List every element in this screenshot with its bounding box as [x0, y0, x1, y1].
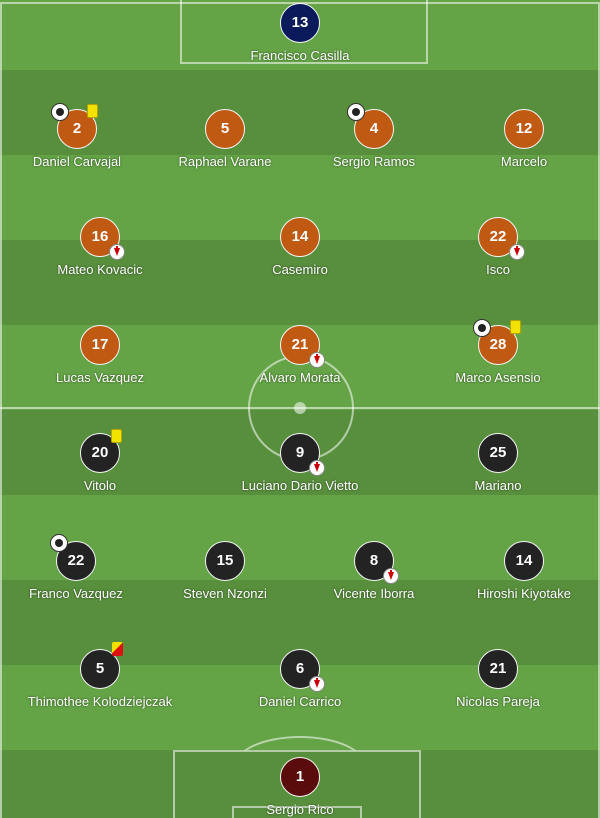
player-home-defender-3[interactable]: 4 Sergio Ramos [299, 103, 449, 179]
shirt-number: 14 [504, 541, 544, 581]
player-name: Mariano [474, 478, 522, 493]
player-away-defender-1[interactable]: 5 Thimothee Kolodziejczak [25, 642, 175, 719]
player-away-forward-1[interactable]: 20 Vitolo [25, 429, 175, 503]
player-name: Marco Asensio [455, 370, 541, 385]
player-name: Thimothee Kolodziejczak [27, 694, 173, 709]
player-name: Raphael Varane [178, 154, 272, 169]
player-away-defender-2[interactable]: 6 Daniel Carrico [225, 649, 375, 719]
substitution-off-icon [309, 676, 325, 692]
player-name: Vicente Iborra [333, 586, 415, 601]
player-away-goalkeeper[interactable]: 1 Sergio Rico [225, 757, 375, 818]
shirt-number: 21 [478, 649, 518, 689]
shirt-number: 21 [280, 325, 320, 365]
shirt-number: 4 [354, 109, 394, 149]
substitution-off-icon [509, 244, 525, 260]
player-home-midfielder-3[interactable]: 22 Isco [423, 217, 573, 287]
player-home-forward-1[interactable]: 17 Lucas Vazquez [25, 325, 175, 395]
substitution-off-icon [109, 244, 125, 260]
player-away-midfielder-2[interactable]: 15 Steven Nzonzi [150, 541, 300, 611]
player-name: Mateo Kovacic [57, 262, 143, 277]
shirt-number: 17 [80, 325, 120, 365]
player-name: Nicolas Pareja [456, 694, 540, 709]
player-name: Franco Vazquez [29, 586, 123, 601]
player-name: Francisco Casilla [250, 48, 350, 63]
shirt-number: 16 [80, 217, 120, 257]
player-name: Marcelo [500, 154, 548, 169]
goal-ball-icon [50, 534, 68, 552]
center-spot [294, 402, 306, 414]
yellow-card-icon [111, 429, 122, 443]
shirt-number: 13 [280, 3, 320, 43]
player-name: Daniel Carrico [258, 694, 342, 709]
player-name: Steven Nzonzi [183, 586, 267, 601]
bottom-goal-area [232, 806, 362, 818]
shirt-number: 25 [478, 433, 518, 473]
player-home-midfielder-1[interactable]: 16 Mateo Kovacic [25, 217, 175, 287]
player-away-forward-2[interactable]: 9 Luciano Dario Vietto [225, 433, 375, 503]
player-name: Sergio Ramos [332, 154, 416, 169]
player-home-defender-4[interactable]: 12 Marcelo [449, 109, 599, 179]
substitution-off-icon [309, 352, 325, 368]
player-away-midfielder-4[interactable]: 14 Hiroshi Kiyotake [449, 541, 599, 611]
player-home-goalkeeper[interactable]: 13 Francisco Casilla [225, 3, 375, 73]
shirt-number: 5 [205, 109, 245, 149]
player-name: Luciano Dario Vietto [241, 478, 359, 493]
player-name: Sergio Rico [266, 802, 334, 817]
player-home-forward-3[interactable]: 28 Marco Asensio [423, 319, 573, 395]
player-name: Isco [486, 262, 510, 277]
goal-ball-icon [51, 103, 69, 121]
shirt-number: 12 [504, 109, 544, 149]
shirt-number: 14 [280, 217, 320, 257]
substitution-off-icon [309, 460, 325, 476]
shirt-number: 28 [478, 325, 518, 365]
bottom-penalty-box [173, 750, 421, 818]
shirt-number: 15 [205, 541, 245, 581]
shirt-number: 1 [280, 757, 320, 797]
player-name: Alvaro Morata [259, 370, 341, 385]
player-away-defender-3[interactable]: 21 Nicolas Pareja [423, 649, 573, 719]
goal-ball-icon [347, 103, 365, 121]
pitch-stripe [0, 495, 600, 580]
player-name: Daniel Carvajal [32, 154, 122, 169]
player-name: Hiroshi Kiyotake [477, 586, 571, 601]
red-card-icon [112, 642, 123, 656]
player-home-forward-2[interactable]: 21 Alvaro Morata [225, 325, 375, 395]
substitution-off-icon [383, 568, 399, 584]
player-away-forward-3[interactable]: 25 Mariano [423, 433, 573, 503]
top-penalty-box [180, 0, 428, 64]
player-home-midfielder-2[interactable]: 14 Casemiro [225, 217, 375, 287]
player-away-midfielder-3[interactable]: 8 Vicente Iborra [299, 541, 449, 611]
yellow-card-icon [510, 320, 521, 334]
goal-ball-icon [473, 319, 491, 337]
player-home-defender-1[interactable]: 2 Daniel Carvajal [2, 103, 152, 179]
player-away-midfielder-1[interactable]: 22 Franco Vazquez [1, 534, 151, 611]
player-name: Vitolo [83, 478, 117, 493]
player-home-defender-2[interactable]: 5 Raphael Varane [150, 109, 300, 179]
pitch-stripe [0, 70, 600, 155]
yellow-card-icon [87, 104, 98, 118]
player-name: Casemiro [272, 262, 328, 277]
player-name: Lucas Vazquez [56, 370, 144, 385]
